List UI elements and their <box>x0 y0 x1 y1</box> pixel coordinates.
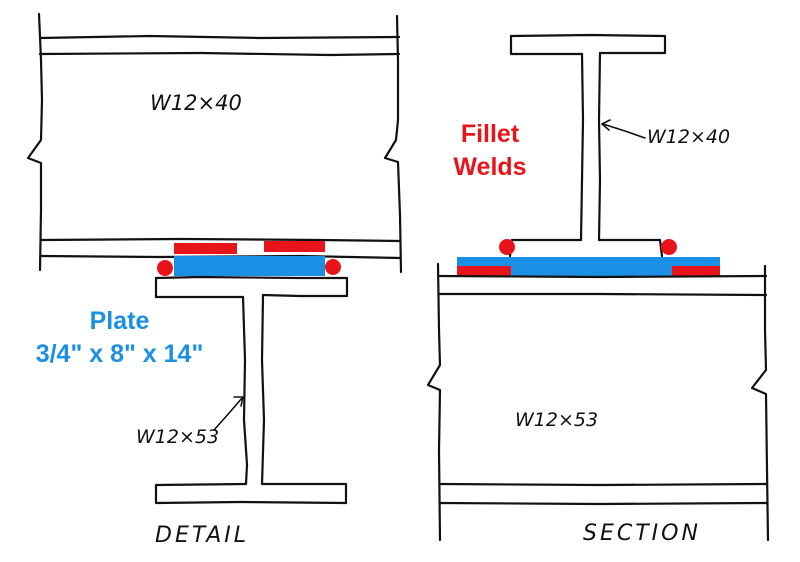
section-view: W12×40 W12×53 SECTION <box>426 33 770 546</box>
detail-top-weld-right <box>264 241 325 252</box>
detail-upper-beam <box>26 12 403 274</box>
plate-callout: Plate 3/4" x 8" x 14" <box>12 305 227 371</box>
section-lower-beam <box>426 262 770 542</box>
section-bottom-weld-left <box>457 266 511 276</box>
fillet-welds-callout: Fillet Welds <box>430 118 550 184</box>
detail-upper-beam-label: W12×40 <box>150 91 242 115</box>
section-flange-weld-right <box>661 239 677 255</box>
detail-column-arrowhead <box>233 396 244 407</box>
detail-side-weld-left <box>157 260 173 276</box>
detail-caption: DETAIL <box>155 523 249 548</box>
detail-view: W12×40 W12×53 DETAIL <box>26 12 403 548</box>
section-lower-beam-label: W12×53 <box>515 409 598 431</box>
section-caption: SECTION <box>583 521 701 546</box>
fillet-welds-line1: Fillet <box>460 120 520 148</box>
section-beam-arrowhead <box>601 119 611 131</box>
section-bottom-weld-right <box>672 266 720 276</box>
detail-lower-column-label: W12×53 <box>136 426 219 448</box>
detail-top-weld-left <box>174 243 237 254</box>
section-upper-beam-label: W12×40 <box>647 126 730 148</box>
section-flange-weld-left <box>499 239 515 255</box>
detail-column-leader <box>213 397 243 431</box>
detail-side-weld-right <box>325 259 341 275</box>
section-plate <box>457 257 720 276</box>
detail-lower-column <box>154 275 349 505</box>
section-beam-leader <box>602 123 646 139</box>
plate-line2: 3/4" x 8" x 14" <box>35 340 204 368</box>
fillet-welds-line2: Welds <box>453 153 527 181</box>
section-upper-beam <box>508 33 667 258</box>
detail-plate <box>174 256 325 276</box>
plate-line1: Plate <box>89 307 150 335</box>
